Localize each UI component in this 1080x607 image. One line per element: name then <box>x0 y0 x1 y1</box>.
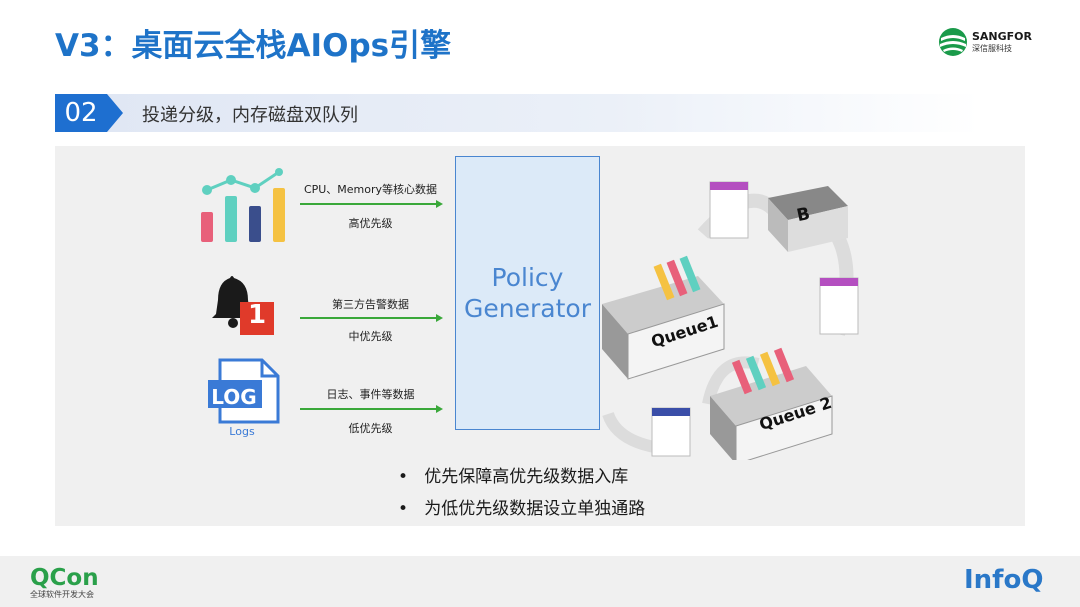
alarm-bell-icon <box>212 276 274 335</box>
sangfor-logo: SANGFOR 深信服科技 <box>938 26 1048 58</box>
sangfor-globe-icon <box>939 28 967 56</box>
source-label-logs: 日志、事件等数据 <box>326 388 415 401</box>
priority-high: 高优先级 <box>348 217 393 230</box>
log-file-icon <box>208 358 280 424</box>
qcon-subtitle: 全球软件开发大会 <box>30 590 94 599</box>
section-number: 02 <box>55 94 107 132</box>
bullet-text-2: 为低优先级数据设立单独通路 <box>424 499 646 519</box>
policy-line1: Policy <box>491 263 564 292</box>
brand-name: SANGFOR <box>972 30 1033 43</box>
arrow-logs <box>300 408 436 410</box>
queue1-box <box>602 255 725 380</box>
footer-bar <box>0 556 1080 607</box>
alert-count-badge: 1 <box>247 300 267 330</box>
arrowhead-logs <box>436 405 443 413</box>
policy-generator-box <box>455 156 600 430</box>
bullet-item-1: • 优先保障高优先级数据入库 <box>398 467 629 487</box>
source-label-core: CPU、Memory等核心数据 <box>303 183 438 196</box>
log-icon-text: LOG <box>211 385 257 409</box>
source-label-alarm: 第三方告警数据 <box>332 298 409 311</box>
section-banner <box>55 94 980 132</box>
doc-right <box>819 277 859 335</box>
arrowhead-alarm <box>436 314 443 322</box>
policy-line2: Generator <box>464 294 591 323</box>
page-title: V3：桌面云全栈AIOps引擎 <box>55 28 452 64</box>
priority-medium: 中优先级 <box>348 330 393 343</box>
brand-sub: 深信服科技 <box>972 44 1012 53</box>
bar-line-chart-icon <box>201 168 285 242</box>
qcon-logo: QCon <box>30 565 99 591</box>
b-box <box>768 186 848 252</box>
section-badge-arrow <box>107 94 123 132</box>
bullet-item-2: • 为低优先级数据设立单独通路 <box>398 499 646 519</box>
infoq-logo: InfoQ <box>964 565 1044 595</box>
queues-illustration <box>602 181 859 460</box>
logs-caption: Logs <box>229 425 255 438</box>
queue2-box <box>710 347 833 460</box>
bullet-text-1: 优先保障高优先级数据入库 <box>424 467 629 487</box>
section-title: 投递分级，内存磁盘双队列 <box>142 105 358 126</box>
arrow-core <box>300 203 436 205</box>
arrow-alarm <box>300 317 436 319</box>
doc-bottom <box>651 407 691 457</box>
arrowhead-core <box>436 200 443 208</box>
doc-top <box>709 181 749 239</box>
policy-generator-label: Policy Generator <box>455 262 600 324</box>
priority-low: 低优先级 <box>348 422 393 435</box>
